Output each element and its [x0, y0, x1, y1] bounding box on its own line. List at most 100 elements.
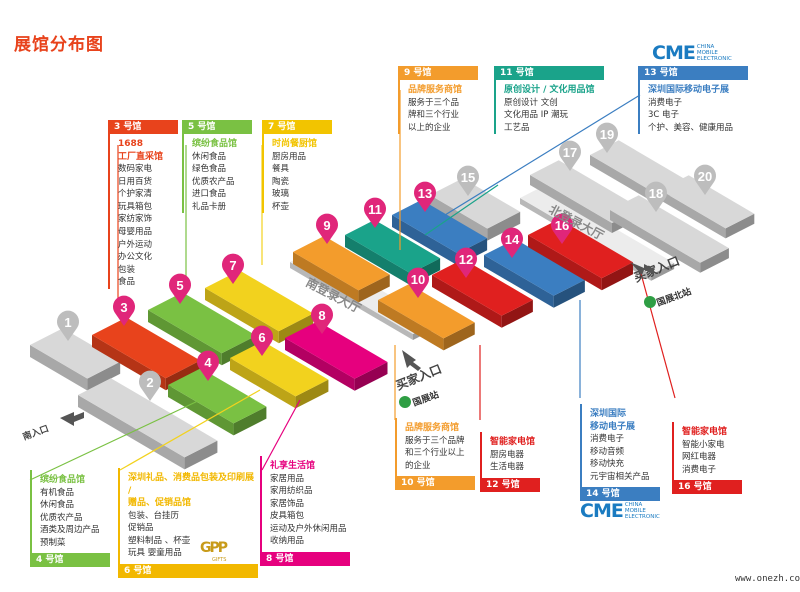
hall-card-item: 包装、台挂历 — [128, 510, 180, 521]
hall-card-item: 的企业 — [405, 460, 431, 471]
hall-card-item: 文化用品 IP 潮玩 — [504, 110, 569, 121]
hall-5-block-top — [148, 292, 257, 354]
hall-card-item: 消费电子 — [590, 434, 625, 444]
hall-card-item: 皮具箱包 — [270, 511, 305, 522]
hall-card-item: 生活电器 — [490, 462, 525, 473]
hall-13-pin — [414, 181, 437, 212]
hall-6-pin-label: 6 — [258, 330, 265, 345]
hall-10-pin-label: 10 — [411, 272, 425, 287]
hall-card-item: 消费电子 — [682, 464, 717, 475]
hall-12-pin-label: 12 — [459, 252, 473, 267]
cme-logo-text: CME — [580, 500, 624, 522]
hall-5-pin — [169, 273, 192, 304]
hall-card-item: 酒类及周边产品 — [40, 525, 100, 536]
hall-16-block-top — [528, 219, 633, 279]
hall-8-block-side — [354, 362, 388, 391]
hall-8-block-top — [285, 321, 388, 379]
hall-14-pin — [500, 227, 524, 258]
hall-1-block-front — [30, 345, 88, 391]
hall-9-pin — [316, 213, 338, 244]
hall-card-item: 促销品 — [128, 523, 154, 534]
hall-card-item: 办公文化 — [118, 252, 153, 263]
hall-card-body: 原创设计 / 文化用品馆原创设计 文创文化用品 IP 潮玩工艺品 — [494, 80, 604, 135]
cme-logo-subtext: CHINA MOBILE ELECTRONIC — [625, 502, 660, 520]
hall-2-pin — [139, 370, 161, 401]
hall-18-block-top — [610, 195, 729, 263]
hall-card-item: 原创设计 文创 — [504, 97, 558, 108]
hall-card-title: 时尚餐厨馆 — [272, 139, 318, 149]
hall-1-pin-label: 1 — [64, 315, 71, 330]
hall-10-pin — [407, 267, 429, 298]
hall-card-item: 户外运动 — [118, 239, 153, 250]
central-metro-icon — [399, 396, 411, 408]
hall-9-block-front — [293, 252, 359, 303]
hall-card-title: 深圳国际 — [590, 409, 627, 419]
cme-logo-line: ELECTRONIC — [624, 514, 660, 520]
hall-11-pin-label: 11 — [368, 202, 382, 217]
leader-hall-4 — [29, 399, 201, 481]
hall-card-tag: 9 号馆 — [398, 66, 478, 80]
hall-10-block-top — [378, 284, 475, 339]
hall-19-block-top — [590, 140, 685, 194]
hall-card-item: 休闲食品 — [40, 500, 75, 511]
leader-hall-8 — [261, 399, 301, 471]
hall-card-h11: 11 号馆原创设计 / 文化用品馆原创设计 文创文化用品 IP 潮玩工艺品 — [494, 66, 604, 135]
hall-6-block-side — [295, 379, 329, 409]
hall-card-item: 3C 电子 — [648, 110, 680, 121]
hall-card-item: 玩具箱包 — [118, 201, 153, 212]
hall-card-item: 陶瓷 — [272, 176, 290, 187]
hall-12-pin — [455, 247, 477, 278]
hall-2-block-top — [78, 378, 218, 458]
hall-8-pin — [311, 303, 333, 334]
hall-card-title: 礼享生活馆 — [270, 461, 316, 471]
hall-4-block-top — [168, 368, 267, 424]
hall-card-title: 工厂直采馆 — [118, 151, 164, 162]
hall-card-item: 优质农产品 — [40, 512, 83, 523]
hall-card-body: 缤纷食品馆有机食品休闲食品优质农产品酒类及周边产品预制菜 — [30, 470, 110, 554]
hall-17-block-top — [530, 160, 641, 223]
hall-5-block-front — [148, 310, 222, 366]
hall-card-tag: 8 号馆 — [260, 552, 350, 567]
hall-15-block-top — [430, 178, 521, 229]
hall-card-title: 品牌服务商馆 — [405, 423, 460, 433]
hall-1-block-side — [87, 361, 121, 391]
hall-card-item: 收纳用品 — [270, 536, 305, 547]
hall-6-block-front — [230, 358, 296, 409]
hall-card-item: 玩具 婴童用品 — [128, 548, 182, 559]
hall-card-item: 运动及户外休闲用品 — [270, 523, 347, 534]
hall-4-pin-label: 4 — [204, 355, 212, 370]
hall-8-pin-label: 8 — [318, 308, 325, 323]
leader-hall-16 — [639, 269, 676, 399]
gift-logo: GPP GIFTS — [200, 540, 240, 566]
hall-7-pin — [221, 253, 244, 284]
hall-card-title: 智能家电馆 — [490, 437, 536, 447]
cme-logo-line: MOBILE — [696, 50, 718, 56]
hall-card-item: 厨房用品 — [272, 151, 307, 162]
watermark: www.onezh.com — [735, 574, 800, 584]
cme-logo-line: ELECTRONIC — [696, 56, 732, 62]
hall-card-item: 个护、美容、健康用品 — [648, 122, 734, 133]
hall-card-tag: 11 号馆 — [494, 66, 604, 80]
central-station-label: 国展站 — [411, 388, 440, 409]
hall-11-block-front — [345, 235, 411, 286]
hall-card-item: 数码家电 — [118, 164, 153, 174]
hall-13-pin-label: 13 — [418, 186, 432, 201]
hall-card-item: 元宇宙相关产品 — [590, 471, 650, 482]
hall-card-tag: 4 号馆 — [30, 553, 110, 568]
hall-6-pin — [250, 325, 273, 356]
hall-card-body: 深圳国际移动电子展消费电子移动音频移动快充元宇宙相关产品 — [580, 404, 660, 488]
hall-card-title: 品牌服务商馆 — [408, 85, 463, 95]
hall-card-item: 优质农产品 — [192, 176, 235, 187]
hall-card-title: 智能家电馆 — [682, 427, 728, 437]
cme-logo-line: CHINA — [696, 44, 715, 50]
hall-12-block-front — [432, 275, 502, 328]
north-lobby-floor-top — [520, 186, 675, 275]
hall-card-h5: 5 号馆缤纷食品馆休闲食品绿色食品优质农产品进口食品礼品卡册 — [182, 120, 252, 214]
hall-card-title: 深圳国际移动电子展 — [648, 85, 730, 95]
